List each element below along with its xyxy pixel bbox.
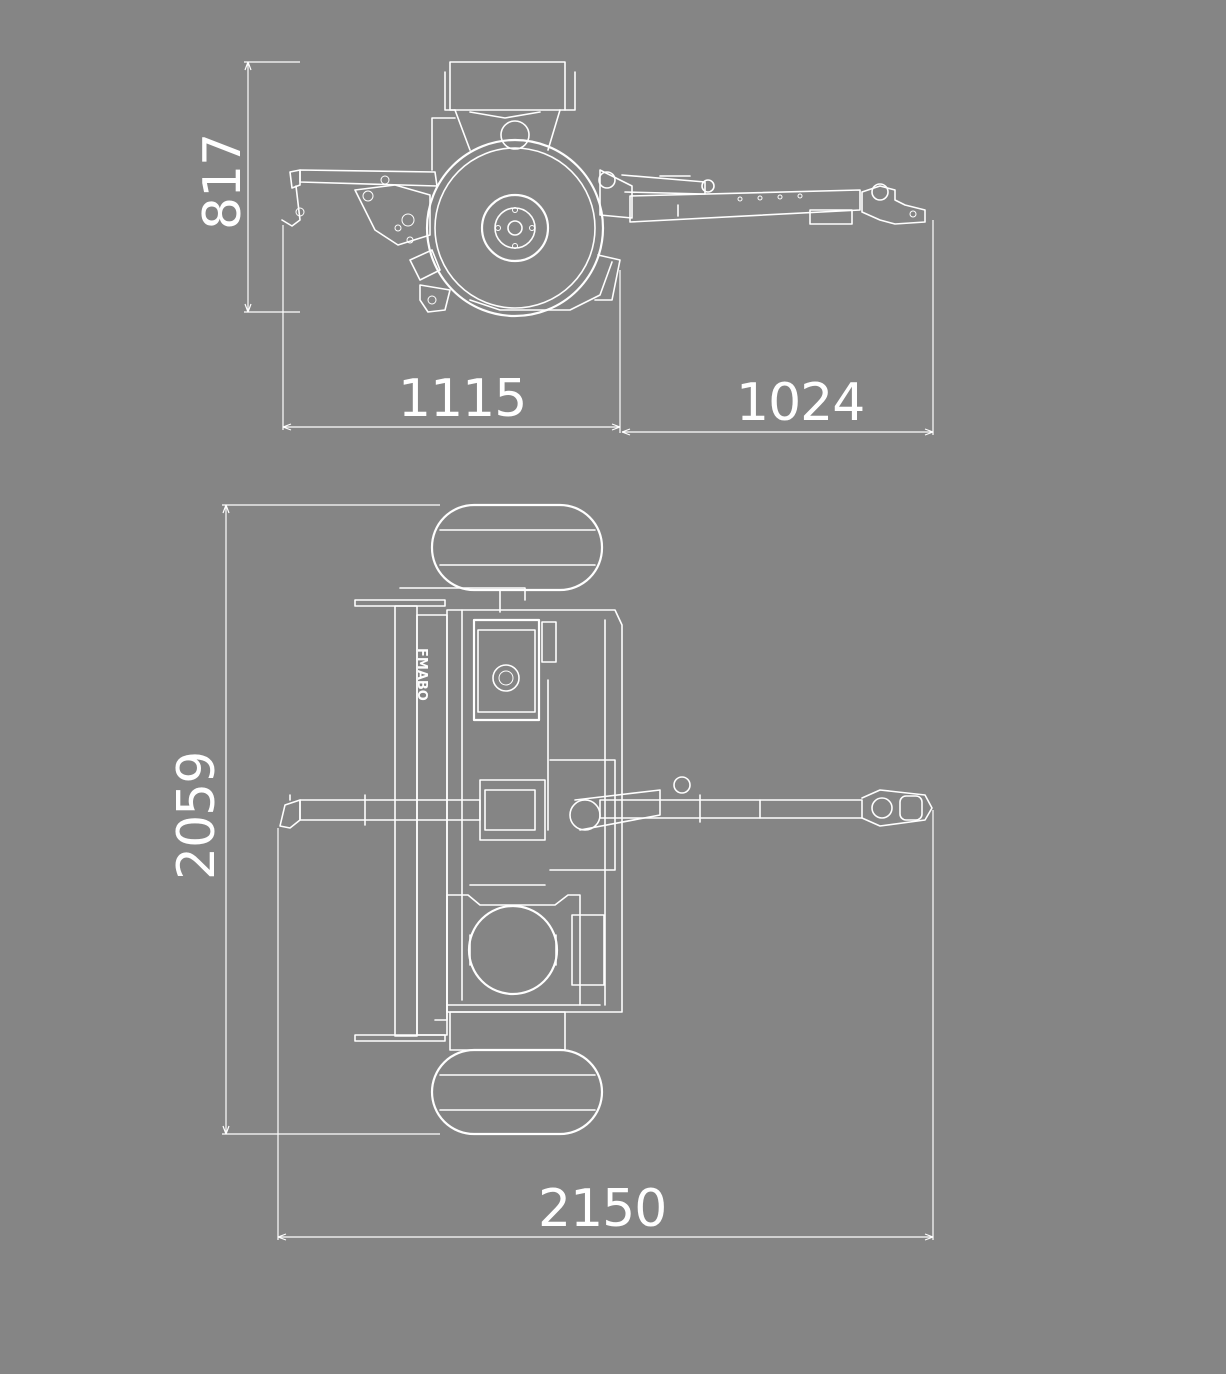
top-wheel-upper-tread <box>439 529 596 566</box>
side-skid-pin <box>427 295 437 305</box>
top-drawbar <box>599 799 863 819</box>
top-rear-hitch-details <box>289 794 366 826</box>
dim-drawbar-label: 1024 <box>736 373 864 433</box>
side-skid-guard <box>594 254 621 301</box>
dim-height-label: 817 <box>193 134 253 230</box>
side-rear-pin <box>295 207 305 217</box>
dim-drawbar-arrows <box>621 428 934 436</box>
side-link-pin-2 <box>401 213 415 227</box>
top-brand-mark: FMABO <box>414 648 429 701</box>
side-drawbar-holes <box>737 193 803 202</box>
top-wheel-lower <box>430 1048 604 1136</box>
side-cylinder-pin <box>701 179 715 193</box>
side-top-box <box>449 61 566 111</box>
top-engine-drum-sides <box>469 934 557 966</box>
side-wheel-axle <box>507 220 523 236</box>
dim-total-length-label: 2150 <box>538 1179 666 1239</box>
side-drawbar-details <box>659 175 691 217</box>
top-hitch-eye <box>861 789 933 827</box>
top-center-block <box>479 779 546 841</box>
top-rear-hitch-arm <box>299 799 481 821</box>
side-wheel-tyre <box>425 138 605 318</box>
top-gearbox <box>472 618 541 722</box>
top-front-mount <box>549 759 616 871</box>
top-upper-linkage <box>399 587 526 613</box>
top-rear-roller <box>394 605 418 1037</box>
top-wheel-lower-tread <box>439 1074 596 1111</box>
side-skid-rear <box>419 284 451 313</box>
top-engine-drum <box>467 904 559 996</box>
top-gearbox-inner <box>477 629 536 713</box>
top-view: FMABO <box>279 503 933 1136</box>
top-lower-linkage <box>434 1004 601 1021</box>
top-hitch-coupler <box>899 795 923 821</box>
top-roller-bottom-end <box>354 1034 446 1042</box>
dim-width-arrows <box>222 504 230 1135</box>
side-link-pin-1 <box>362 190 374 202</box>
side-front-bracket <box>599 169 633 219</box>
side-view-dimensions: 817 1115 1024 <box>193 61 934 436</box>
side-top-hub <box>500 120 530 150</box>
top-roller-top-end <box>354 599 446 607</box>
side-front-pivot <box>598 171 616 189</box>
side-drawbar-plate <box>809 209 853 225</box>
top-body-rails <box>461 609 606 1006</box>
side-top-struts <box>454 109 561 151</box>
dim-height-line <box>244 61 300 313</box>
top-gearbox-shaft-core <box>498 670 514 686</box>
dim-rear-length-label: 1115 <box>398 369 526 429</box>
side-view <box>281 61 926 318</box>
top-gearbox-shaft <box>492 664 520 692</box>
dim-width-line <box>222 504 440 1135</box>
top-lower-frame <box>449 1011 566 1051</box>
side-top-box-frame <box>444 71 576 111</box>
side-link-pin-5 <box>380 175 390 185</box>
dim-drawbar-line <box>622 220 934 435</box>
side-drawbar <box>629 189 861 223</box>
side-rear-hook <box>289 169 301 189</box>
dim-rear-length-line <box>282 225 621 433</box>
side-rear-link <box>281 185 301 227</box>
side-rear-upper-arm <box>299 169 438 187</box>
top-view-dimensions: 2059 2150 <box>167 504 934 1241</box>
top-cylinder-pin <box>673 776 691 794</box>
dim-total-length-arrows <box>277 1233 934 1241</box>
side-link-pin-4 <box>406 236 414 244</box>
side-hitch-pin <box>909 210 917 218</box>
side-top-bracket <box>469 111 541 119</box>
side-skid-front <box>469 261 613 311</box>
side-hitch-eye <box>861 185 926 225</box>
top-wheel-upper <box>430 503 604 592</box>
dim-width-label: 2059 <box>167 752 227 880</box>
side-wheel-inner <box>434 147 596 309</box>
top-front-pivot <box>569 799 601 831</box>
top-drawbar-details <box>699 794 761 823</box>
side-link-pin-3 <box>394 224 402 232</box>
top-hitch-ball <box>871 797 893 819</box>
side-wheel-rim <box>480 193 550 263</box>
top-center-block-inner <box>484 789 536 831</box>
side-hitch-ball <box>871 183 889 201</box>
side-bracket-low <box>409 249 441 281</box>
top-rear-hitch-hook <box>279 799 301 829</box>
top-engine-frame <box>446 894 581 1006</box>
side-link-plate <box>354 184 431 246</box>
dim-height-arrows <box>244 61 252 313</box>
side-rear-frame <box>431 117 456 171</box>
side-cylinder <box>621 174 706 195</box>
top-gearbox-side <box>541 621 557 663</box>
top-engine-box <box>571 914 605 986</box>
dim-total-length-line <box>277 810 934 1240</box>
side-wheel-bolts <box>495 207 535 249</box>
top-cylinder <box>574 789 661 831</box>
dim-rear-length-arrows <box>282 423 621 431</box>
